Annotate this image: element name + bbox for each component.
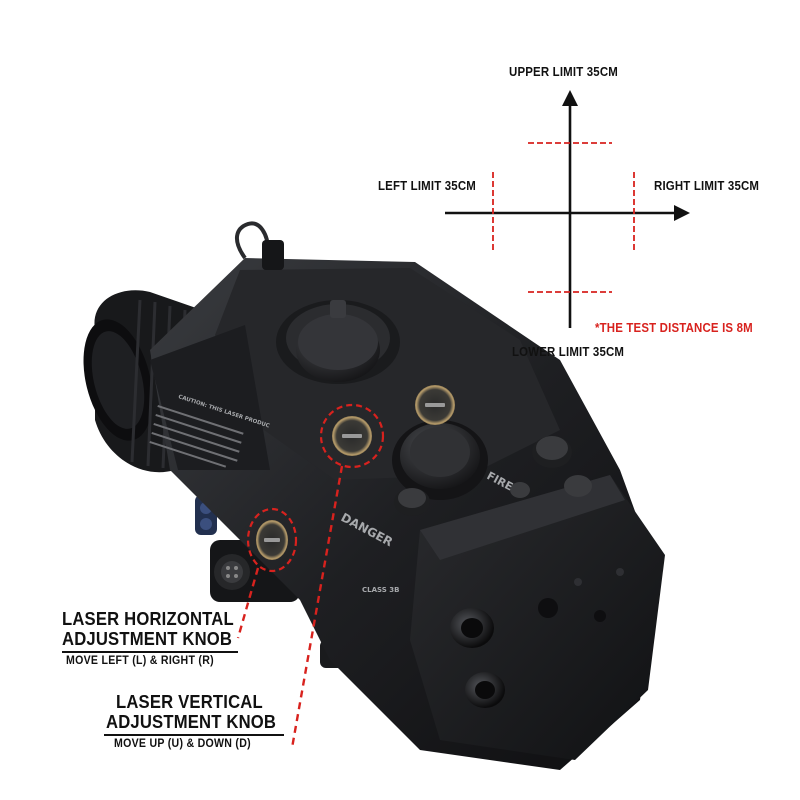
horizontal-callout-underline: [62, 651, 238, 653]
vertical-knob-title-line1: LASER VERTICAL: [116, 691, 263, 712]
rail-mount: [195, 495, 380, 668]
horizontal-knob-highlight: [246, 507, 298, 573]
upper-adjustment-screw: [415, 385, 455, 425]
right-arrow-icon: [674, 205, 690, 221]
left-limit-label: LEFT LIMIT 35CM: [378, 178, 476, 193]
horizontal-knob-title-line2: ADJUSTMENT KNOB: [62, 628, 233, 649]
cap-tether: [262, 240, 284, 270]
right-limit-label: RIGHT LIMIT 35CM: [654, 178, 760, 193]
horizontal-adjustment-screw: [256, 520, 288, 560]
horizontal-leader-line: [236, 567, 260, 639]
device-markings: FIRE DANGER CLASS 3B CAUTION: THIS LASER…: [149, 394, 515, 594]
limits-diagram: [445, 90, 690, 328]
vertical-adjustment-screw: [332, 416, 372, 456]
mode-selector-dial: [276, 300, 400, 384]
test-distance-note: *THE TEST DISTANCE IS 8M: [595, 320, 753, 335]
front-emitters: [450, 568, 624, 708]
vertical-callout-underline: [104, 734, 284, 736]
vertical-knob-title-line2: ADJUSTMENT KNOB: [106, 711, 277, 732]
vertical-knob-highlight: [319, 403, 385, 469]
top-buttons: [394, 436, 592, 516]
fire-button: [392, 420, 488, 500]
upper-limit-label: UPPER LIMIT 35CM: [509, 64, 618, 79]
vertical-knob-subtitle: MOVE UP (U) & DOWN (D): [114, 738, 251, 750]
horizontal-knob-subtitle: MOVE LEFT (L) & RIGHT (R): [66, 655, 214, 667]
class-marking: CLASS 3B: [362, 586, 399, 594]
horizontal-knob-title-line1: LASER HORIZONTAL: [62, 608, 234, 629]
up-arrow-icon: [562, 90, 578, 106]
lower-limit-label: LOWER LIMIT 35CM: [512, 344, 625, 359]
lanyard-wire: [235, 221, 270, 260]
